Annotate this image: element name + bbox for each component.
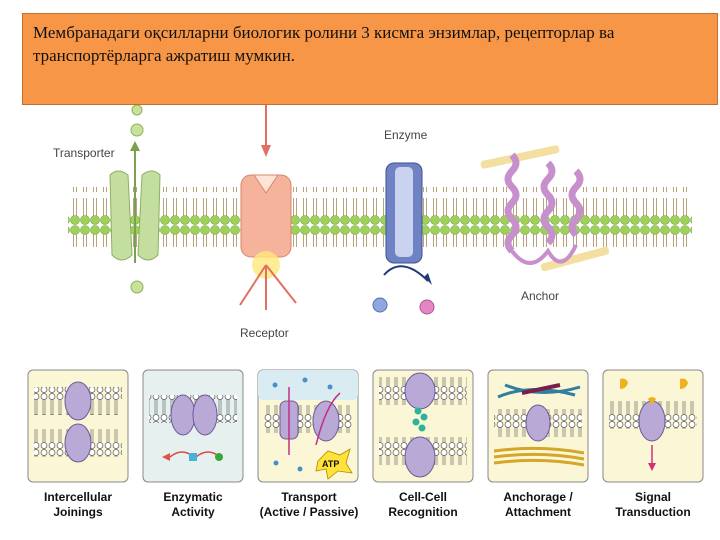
enzyme-label: Enzyme [384, 128, 428, 142]
anchor-protein [480, 145, 610, 272]
atp-badge: ATP [322, 459, 339, 469]
transporter-protein [109, 105, 161, 294]
panel-cell-cell-recognition [372, 369, 474, 483]
panel-title-transport: Transport (Active / Passive) [259, 490, 359, 519]
receptor-protein [239, 105, 297, 310]
membrane-protein-diagram: Transporter Receptor Enzyme Anchor [53, 105, 692, 340]
panel-intercellular-joinings [27, 369, 129, 483]
panel-title-anchorage: Anchorage / Attachment [503, 490, 573, 519]
panel-title-intercellular: Intercellular Joinings [43, 490, 113, 519]
panel-title-enzymatic: Enzymatic Activity [163, 490, 223, 519]
receptor-label: Receptor [240, 326, 289, 340]
transporter-label: Transporter [53, 146, 115, 160]
panel-title-recognition: Cell-Cell Recognition [388, 490, 458, 519]
panel-signal-transduction [602, 369, 704, 483]
lipid-bilayer [68, 187, 692, 247]
banner-text: Мембранадаги оқсилларни биологик ролини … [33, 23, 615, 65]
enzyme-protein [372, 162, 435, 315]
panel-enzymatic-activity [142, 369, 244, 483]
panel-anchorage-attachment [487, 369, 589, 483]
panel-transport: ATP [257, 369, 359, 483]
anchor-label: Anchor [521, 289, 559, 303]
panel-title-signal: Signal Transduction [615, 490, 691, 519]
function-panels: ATP [27, 369, 704, 483]
text-banner: Мембранадаги оқсилларни биологик ролини … [22, 13, 718, 105]
